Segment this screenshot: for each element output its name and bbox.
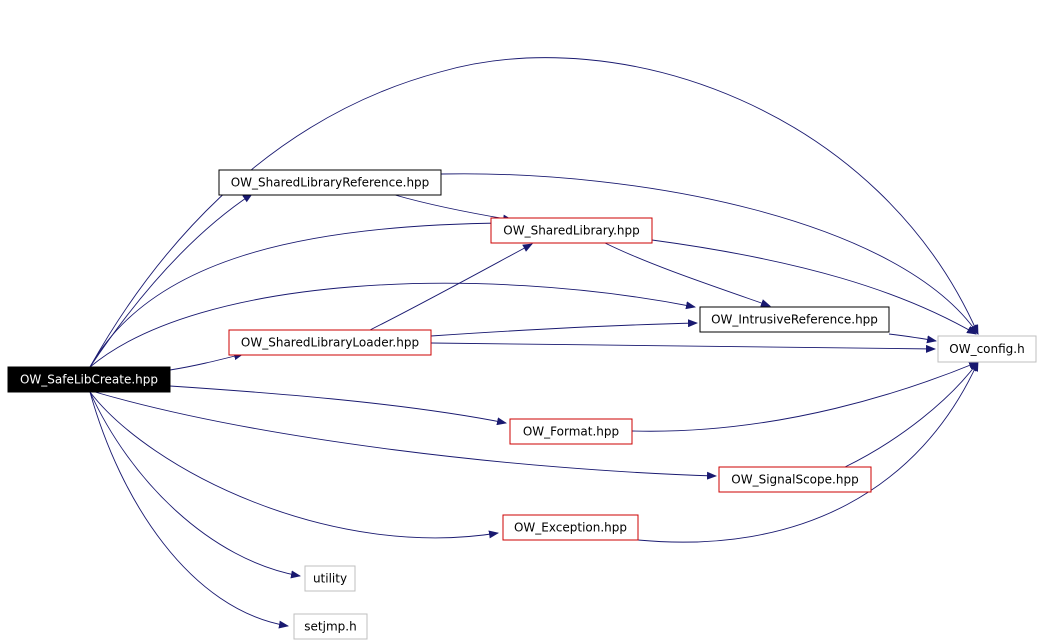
edge-root-to-sigscope: [94, 391, 717, 480]
node-sigscope[interactable]: OW_SignalScope.hpp: [718, 466, 872, 493]
edge-slref-to-slib: [394, 194, 513, 223]
node-box-slload[interactable]: [228, 329, 432, 356]
node-slload[interactable]: OW_SharedLibraryLoader.hpp: [228, 329, 432, 356]
node-box-utility[interactable]: [304, 565, 356, 592]
node-box-format[interactable]: [509, 418, 633, 445]
edge-root-to-config: [89, 57, 979, 368]
edge-intref-to-config: [888, 333, 937, 344]
node-label-slref: OW_SharedLibraryReference.hpp: [231, 176, 430, 190]
edge-slload-to-slib: [369, 243, 533, 331]
node-slref[interactable]: OW_SharedLibraryReference.hpp: [218, 169, 442, 196]
node-slib[interactable]: OW_SharedLibrary.hpp: [490, 217, 653, 244]
node-label-slload: OW_SharedLibraryLoader.hpp: [241, 336, 419, 350]
edge-format-to-config: [631, 361, 979, 432]
edge-root-to-setjmp: [89, 391, 289, 629]
node-label-slib: OW_SharedLibrary.hpp: [503, 224, 639, 238]
node-utility[interactable]: utility: [304, 565, 356, 592]
node-intref[interactable]: OW_IntrusiveReference.hpp: [699, 306, 890, 333]
node-box-setjmp[interactable]: [293, 613, 368, 640]
edge-root-to-utility: [89, 391, 301, 579]
edge-slload-to-intref: [430, 319, 698, 337]
edge-root-to-slib: [89, 219, 506, 368]
node-label-sigscope: OW_SignalScope.hpp: [731, 473, 858, 487]
node-except[interactable]: OW_Exception.hpp: [502, 514, 639, 541]
node-label-config: OW_config.h: [949, 342, 1024, 356]
edge-sigscope-to-config: [844, 361, 979, 468]
node-label-format: OW_Format.hpp: [523, 425, 619, 439]
edge-slload-to-config: [430, 342, 936, 353]
node-box-root[interactable]: [7, 366, 171, 393]
node-label-setjmp: setjmp.h: [304, 620, 356, 634]
node-label-intref: OW_IntrusiveReference.hpp: [711, 313, 878, 327]
node-format[interactable]: OW_Format.hpp: [509, 418, 633, 445]
node-label-utility: utility: [313, 572, 347, 586]
edge-root-to-slload: [169, 352, 244, 371]
node-box-config[interactable]: [937, 335, 1037, 363]
node-box-sigscope[interactable]: [718, 466, 872, 493]
node-box-slref[interactable]: [218, 169, 442, 196]
edge-slref-to-config: [440, 173, 979, 335]
edge-root-to-intref: [89, 282, 696, 368]
edge-root-to-format: [169, 385, 507, 426]
node-box-intref[interactable]: [699, 306, 890, 333]
node-config[interactable]: OW_config.h: [937, 335, 1037, 363]
node-setjmp[interactable]: setjmp.h: [293, 613, 368, 640]
edge-slib-to-intref: [604, 242, 771, 307]
node-root[interactable]: OW_SafeLibCreate.hpp: [7, 366, 171, 393]
node-label-except: OW_Exception.hpp: [514, 521, 627, 535]
node-box-slib[interactable]: [490, 217, 653, 244]
edge-root-to-except: [89, 391, 499, 539]
node-box-except[interactable]: [502, 514, 639, 541]
edge-slib-to-config: [651, 239, 977, 335]
node-label-root: OW_SafeLibCreate.hpp: [20, 373, 158, 387]
edge-except-to-config: [637, 361, 979, 543]
edge-root-to-slref: [89, 193, 253, 368]
